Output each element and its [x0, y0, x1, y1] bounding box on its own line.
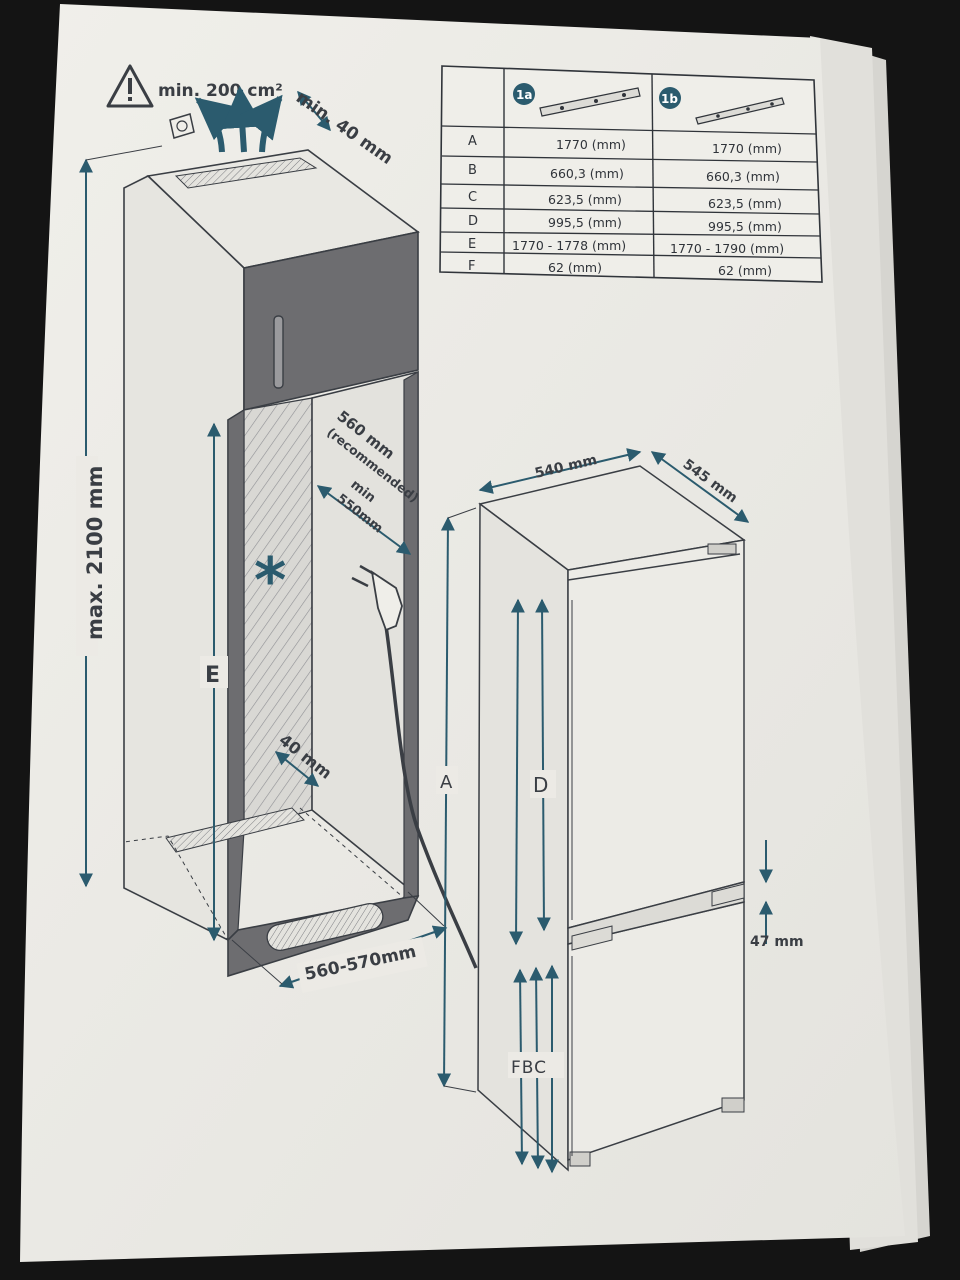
fridge-height-dimension: A	[436, 507, 477, 1093]
warning-triangle-icon	[106, 64, 154, 108]
table-value-1b: 1770 - 1790 (mm)	[670, 241, 784, 256]
table-key: B	[468, 163, 477, 178]
table-value-1a: 623,5 (mm)	[548, 192, 622, 207]
upper-door-dimension: D	[509, 598, 556, 946]
table-row: D 995,5 (mm) 995,5 (mm)	[468, 214, 782, 234]
fridge-appliance	[477, 465, 746, 1172]
door-gap-dimension: 47 mm	[750, 840, 804, 950]
table-row: B 660,3 (mm) 660,3 (mm)	[468, 163, 780, 184]
mounting-bracket-1b-icon	[695, 97, 785, 125]
niche-height-letter: E	[205, 663, 220, 688]
lower-door-letters: FBC	[511, 1058, 547, 1078]
ventilation-area-label: min. 200 cm²	[158, 81, 283, 101]
table-value-1a: 660,3 (mm)	[550, 166, 624, 181]
max-height-dimension: max. 2100 mm	[76, 145, 163, 888]
table-key: A	[468, 134, 477, 149]
table-key: E	[468, 237, 476, 252]
table-value-1b: 995,5 (mm)	[708, 219, 782, 234]
mounting-bracket-1a-icon	[539, 87, 641, 117]
power-plug-icon	[351, 564, 478, 969]
fridge-height-letter: A	[440, 772, 453, 793]
table-row: F 62 (mm) 62 (mm)	[468, 259, 772, 278]
table-key: F	[468, 259, 475, 274]
airflow-arrows	[194, 85, 283, 153]
max-height-label: max. 2100 mm	[83, 466, 107, 640]
table-value-1b: 660,3 (mm)	[706, 169, 780, 184]
table-row: E 1770 - 1778 (mm) 1770 - 1790 (mm)	[468, 237, 784, 256]
table-row: A 1770 (mm) 1770 (mm)	[468, 134, 782, 156]
niche-height-dimension: E	[200, 422, 228, 942]
table-value-1a: 1770 (mm)	[556, 137, 626, 152]
table-col-1b: 1b	[659, 87, 785, 125]
table-value-1b: 62 (mm)	[718, 263, 772, 278]
cabinet-door-handle	[273, 315, 284, 389]
table-key: D	[468, 214, 478, 229]
upper-door-letter: D	[533, 773, 548, 797]
table-value-1b: 623,5 (mm)	[708, 196, 782, 211]
lower-door-dimensions: FBC	[508, 964, 564, 1174]
niche-asterisk: *	[254, 544, 286, 617]
wall-socket-icon	[169, 113, 195, 139]
table-value-1a: 62 (mm)	[548, 260, 602, 275]
table-value-1a: 1770 - 1778 (mm)	[512, 238, 626, 253]
paper-stack	[810, 36, 930, 1252]
table-col-1b-label: 1b	[661, 92, 678, 106]
table-key: C	[468, 190, 477, 205]
table-row: C 623,5 (mm) 623,5 (mm)	[468, 190, 782, 211]
door-gap-label: 47 mm	[750, 934, 804, 950]
table-value-1a: 995,5 (mm)	[548, 215, 622, 230]
table-col-1a: 1a	[513, 83, 641, 117]
table-value-1b: 1770 (mm)	[712, 141, 782, 156]
dimension-table: 1a 1b A 1770 (mm) 1770 (mm)	[439, 65, 823, 283]
table-col-1a-label: 1a	[516, 88, 532, 102]
